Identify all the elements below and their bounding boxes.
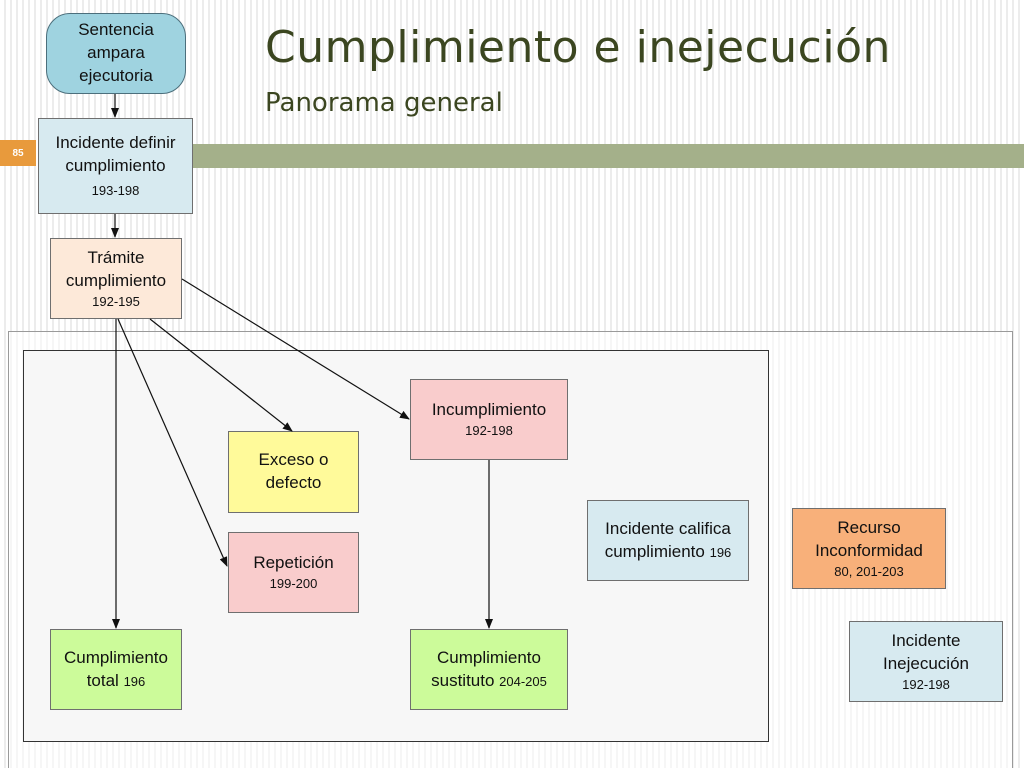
- node-repeticion-ref: 199-200: [269, 576, 318, 592]
- node-cumplimiento-total-ref: 196: [123, 673, 146, 689]
- arrow-tramite-to-incumplimiento: [181, 278, 410, 420]
- node-incidente-califica: Incidente califica cumplimiento 196: [587, 500, 749, 581]
- node-exceso-line-2: defecto: [265, 473, 322, 492]
- node-repeticion: Repetición 199-200: [228, 532, 359, 613]
- node-cumplimiento-total-line-1: Cumplimiento: [64, 647, 168, 667]
- node-incidente-califica-line-1: Incidente califica: [605, 518, 731, 538]
- node-incidente-definir-line-2: cumplimiento: [65, 156, 166, 176]
- node-sentencia-line-3: ejecutoria: [79, 65, 153, 85]
- node-incumplimiento-ref: 192-198: [465, 423, 513, 439]
- node-incumplimiento: Incumplimiento 192-198: [410, 379, 568, 460]
- node-cumplimiento-total-line-2: total: [86, 670, 119, 690]
- node-recurso-line-2: Inconformidad: [815, 540, 923, 560]
- node-cumplimiento-sustituto-line-2: sustituto: [431, 670, 495, 690]
- node-tramite-ref: 192-195: [92, 293, 140, 309]
- node-incidente-inejecucion: Incidente Inejecución 192-198: [849, 621, 1003, 702]
- node-cumplimiento-total: Cumplimiento total 196: [50, 629, 182, 710]
- arrow-tramite-to-exceso: [149, 318, 293, 432]
- node-tramite: Trámite cumplimiento 192-195: [50, 238, 182, 319]
- node-exceso-line-1: Exceso o: [258, 450, 329, 470]
- node-incidente-califica-ref: 196: [709, 544, 732, 560]
- node-sentencia: Sentencia ampara ejecutoria: [46, 13, 186, 94]
- slide-number: 85: [0, 140, 36, 166]
- title-band: [192, 144, 1024, 168]
- node-exceso-defecto: Exceso o defecto: [228, 431, 359, 513]
- node-incumplimiento-line-1: Incumplimiento: [431, 400, 547, 420]
- node-cumplimiento-sustituto: Cumplimiento sustituto 204-205: [410, 629, 568, 710]
- node-tramite-line-2: cumplimiento: [65, 270, 167, 290]
- node-incidente-definir-line-1: Incidente definir: [55, 133, 176, 153]
- node-sentencia-line-1: Sentencia: [78, 20, 154, 40]
- node-tramite-line-1: Trámite: [87, 247, 145, 267]
- node-cumplimiento-sustituto-line-1: Cumplimiento: [437, 647, 541, 667]
- slide-title: Cumplimiento e inejecución: [265, 22, 891, 73]
- node-incidente-definir-ref: 193-198: [91, 183, 140, 199]
- node-cumplimiento-sustituto-ref: 204-205: [499, 673, 547, 689]
- node-incidente-inejecucion-ref: 192-198: [902, 676, 950, 692]
- slide-subtitle: Panorama general: [265, 88, 503, 118]
- node-sentencia-line-2: ampara: [87, 43, 145, 63]
- arrow-tramite-to-repeticion: [117, 318, 228, 567]
- node-recurso-line-1: Recurso: [837, 517, 901, 537]
- node-incidente-definir: Incidente definir cumplimiento 193-198: [38, 118, 193, 214]
- node-incidente-inejecucion-line-1: Incidente: [891, 630, 961, 650]
- node-incidente-inejecucion-line-2: Inejecución: [882, 653, 969, 673]
- node-recurso-ref: 80, 201-203: [834, 563, 904, 579]
- node-incidente-califica-line-2: cumplimiento: [604, 541, 705, 561]
- node-recurso-inconformidad: Recurso Inconformidad 80, 201-203: [792, 508, 946, 589]
- node-repeticion-line-1: Repetición: [253, 553, 334, 573]
